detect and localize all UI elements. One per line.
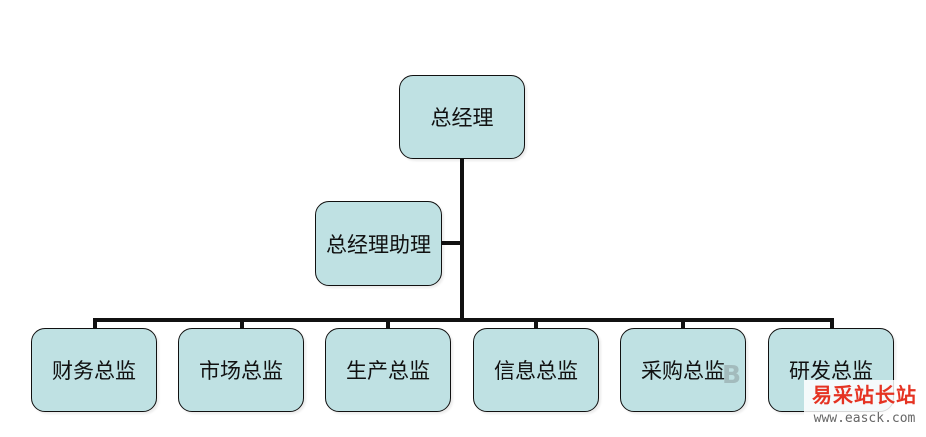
department-drop-line [681, 318, 685, 328]
finance-director-node: 财务总监 [31, 328, 157, 412]
general-manager-assistant-node: 总经理助理 [315, 201, 442, 286]
department-drop-line [240, 318, 244, 328]
general-manager-node: 总经理 [399, 75, 525, 159]
production-director-node: 生产总监 [325, 328, 451, 412]
site-watermark: 易采站长站 www.easck.com [804, 380, 925, 434]
assistant-connector [442, 241, 462, 245]
watermark-url: www.easck.com [813, 411, 916, 426]
information-director-node: 信息总监 [473, 328, 599, 412]
marketing-director-node: 市场总监 [178, 328, 304, 412]
department-drop-line [386, 318, 390, 328]
watermark-letter: B [722, 360, 742, 389]
department-drop-line [93, 318, 97, 328]
watermark-site-name: 易采站长站 [812, 383, 917, 407]
purchasing-director-node: 采购总监 [620, 328, 746, 412]
root-to-level-connector [460, 159, 464, 320]
department-drop-line [534, 318, 538, 328]
department-drop-line [830, 318, 834, 328]
department-bus-line [93, 318, 834, 322]
